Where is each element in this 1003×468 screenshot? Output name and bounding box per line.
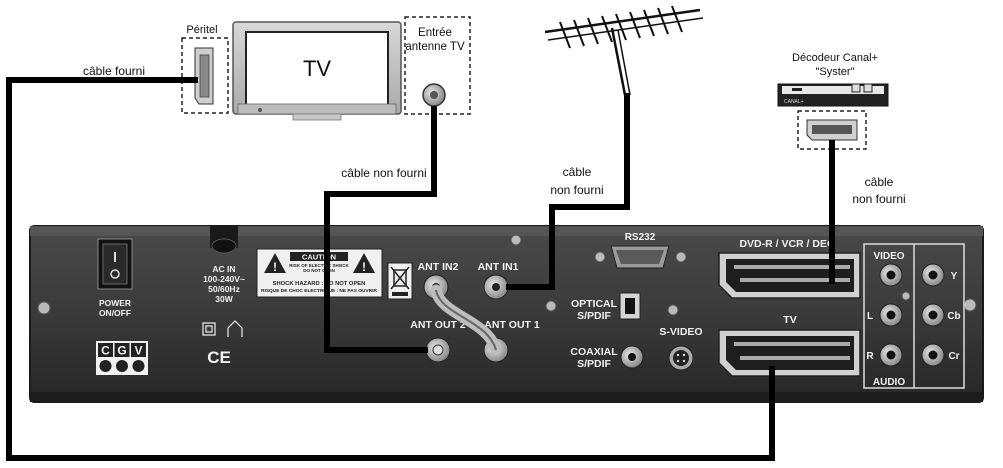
cable-scart-to-tv (6, 77, 775, 461)
ac-power-cord (210, 226, 238, 254)
audio-r-label: R (866, 351, 874, 362)
scart-bottom-label: TV (783, 314, 796, 326)
svideo-port[interactable] (668, 345, 694, 371)
cb-rca-jack[interactable] (921, 303, 945, 327)
antenna-input-zoom-box (404, 16, 471, 115)
ac-label-3: 50/60Hz (208, 284, 240, 294)
svideo-label: S-VIDEO (659, 326, 702, 338)
canal-plus-decoder: CANAL+ (777, 83, 889, 107)
rooftop-antenna-icon (544, 5, 704, 96)
screw-rs232-left (594, 251, 606, 263)
caution-line-2: DO NOT OPEN (303, 268, 335, 273)
decoder-scart-socket[interactable] (806, 119, 858, 141)
coaxial-port[interactable] (620, 345, 644, 369)
audio-right-rca-jack[interactable] (879, 343, 903, 367)
coaxial-label-2: S/PDIF (577, 358, 611, 370)
power-switch[interactable] (97, 238, 133, 290)
optical-label-1: OPTICAL (571, 298, 618, 310)
tv-screen-label: TV (303, 56, 331, 81)
ac-label-2: 100-240V~ (203, 274, 245, 284)
video-rca-jack[interactable] (879, 263, 903, 287)
cr-rca-jack[interactable] (921, 343, 945, 367)
cable-non-fourni-tv-label: câble non fourni (341, 166, 426, 180)
ant-in2-label: ANT IN2 (418, 261, 459, 273)
screw-optical-left (545, 300, 557, 312)
cable-fourni-label: câble fourni (83, 64, 145, 78)
cable-antenna-label-2: non fourni (550, 183, 603, 197)
entree-label-2: antenne TV (405, 41, 465, 53)
receiver-rear-panel: POWER ON/OFF C G V AC IN 100-240V~ 50/60… (29, 225, 984, 403)
audio-l-label: L (867, 311, 873, 322)
indoor-use-icon (227, 320, 243, 337)
screw-av (901, 291, 911, 301)
tv-antenna-input-socket[interactable] (422, 83, 446, 107)
scart-tv-port[interactable] (718, 329, 861, 377)
peritel-socket[interactable] (194, 47, 214, 105)
caution-line-1: RISK OF ELECTRIC SHOCK (289, 263, 349, 268)
cable-antenna-to-ant-in1 (506, 93, 630, 290)
peritel-label: Péritel (186, 24, 217, 36)
double-insulation-icon (202, 322, 216, 336)
rs232-label: RS232 (625, 232, 656, 243)
warning-triangle-icon (264, 253, 286, 273)
cgv-letter-c: C (101, 344, 110, 358)
svg-text:!: ! (273, 260, 277, 274)
cable-antenna-to-tv (324, 106, 437, 353)
cr-label: Cr (948, 351, 959, 362)
scart-top-label: DVD-R / VCR / DEC (739, 238, 835, 250)
y-label: Y (951, 271, 958, 282)
shock-warning-1: SHOCK HAZARD : DO NOT OPEN (273, 281, 366, 287)
ac-label-1: AC IN (212, 264, 235, 274)
screw-rs232-right (675, 251, 687, 263)
decoder-label-1: Décodeur Canal+ (792, 52, 878, 64)
cgv-letter-g: G (117, 344, 126, 358)
ant-in1-connector[interactable] (483, 274, 509, 300)
ant-out1-label: ANT OUT 1 (484, 319, 540, 331)
scart-dvd-vcr-dec-port[interactable] (718, 252, 861, 299)
cgv-logo: C G V (96, 341, 148, 375)
svg-text:!: ! (362, 260, 366, 274)
caution-title: CAUTION (302, 253, 336, 262)
screw-optical (667, 304, 679, 316)
ac-label-4: 30W (215, 294, 233, 304)
caution-label: ! ! CAUTION RISK OF ELECTRIC SHOCK DO NO… (256, 248, 383, 298)
rs232-port[interactable] (610, 245, 670, 269)
y-rca-jack[interactable] (921, 263, 945, 287)
screw-top (510, 234, 522, 246)
shock-warning-2: RISQUE DE CHOC ELECTRIQUE : NE PAS OUVRI… (261, 288, 377, 294)
audio-label: AUDIO (873, 377, 905, 388)
television: TV (232, 21, 402, 121)
power-label-2: ON/OFF (99, 308, 131, 318)
ant-out2-label: ANT OUT 2 (410, 319, 466, 331)
warning-triangle-icon (353, 253, 375, 273)
peritel-zoom-box (181, 37, 229, 114)
ce-mark: CE (207, 348, 231, 367)
screw-right (963, 298, 977, 312)
cable-antenna-label-1: câble (563, 165, 592, 179)
cb-label: Cb (947, 311, 960, 322)
cable-decoder-label-2: non fourni (852, 192, 905, 206)
power-label-1: POWER (99, 298, 131, 308)
decoder-label-2: "Syster" (816, 66, 855, 78)
audio-left-rca-jack[interactable] (879, 303, 903, 327)
decoder-brand-logo: CANAL+ (784, 99, 804, 105)
entree-label-1: Entrée (418, 27, 452, 39)
screw-left (37, 301, 51, 315)
video-label: VIDEO (873, 251, 904, 262)
optical-label-2: S/PDIF (577, 310, 611, 322)
weee-bin-icon (387, 262, 413, 300)
coaxial-label-1: COAXIAL (570, 346, 618, 358)
cgv-letter-v: V (134, 344, 142, 358)
optical-port[interactable] (619, 292, 641, 320)
cable-decoder-label-1: câble (865, 175, 894, 189)
ant-in1-label: ANT IN1 (478, 261, 519, 273)
